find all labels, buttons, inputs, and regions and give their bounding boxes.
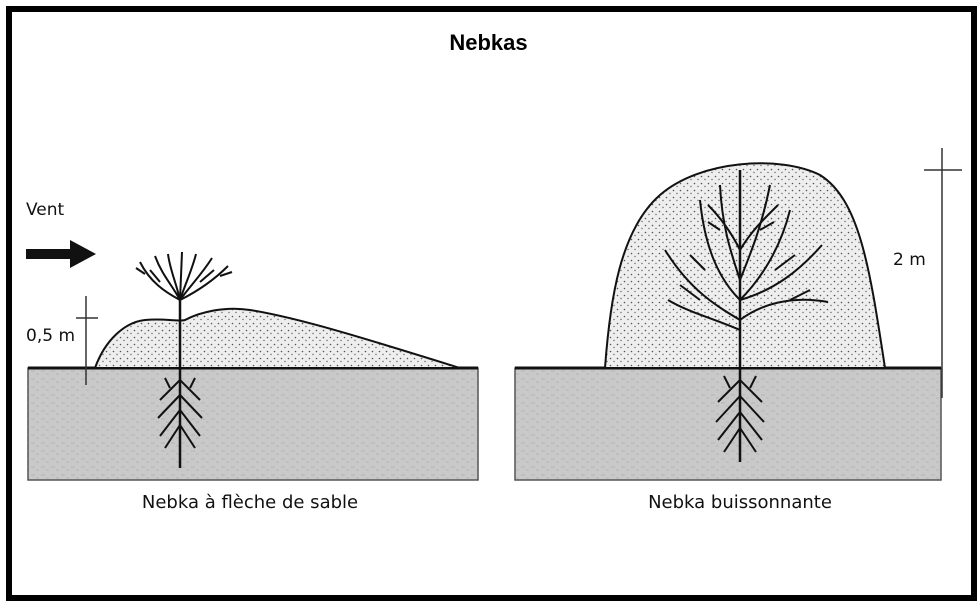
right-height-marker	[924, 148, 962, 398]
right-caption: Nebka buissonnante	[590, 492, 890, 513]
left-height-label: 0,5 m	[26, 326, 75, 346]
left-nebka-panel	[26, 240, 478, 480]
left-sand-tail	[95, 309, 460, 368]
right-nebka-panel	[515, 148, 962, 480]
left-caption: Nebka à flèche de sable	[100, 492, 400, 513]
wind-arrow-icon	[26, 240, 96, 268]
left-ground-block	[28, 368, 478, 480]
right-height-label: 2 m	[893, 250, 926, 270]
wind-label: Vent	[26, 200, 64, 220]
shrub-icon	[136, 252, 232, 300]
